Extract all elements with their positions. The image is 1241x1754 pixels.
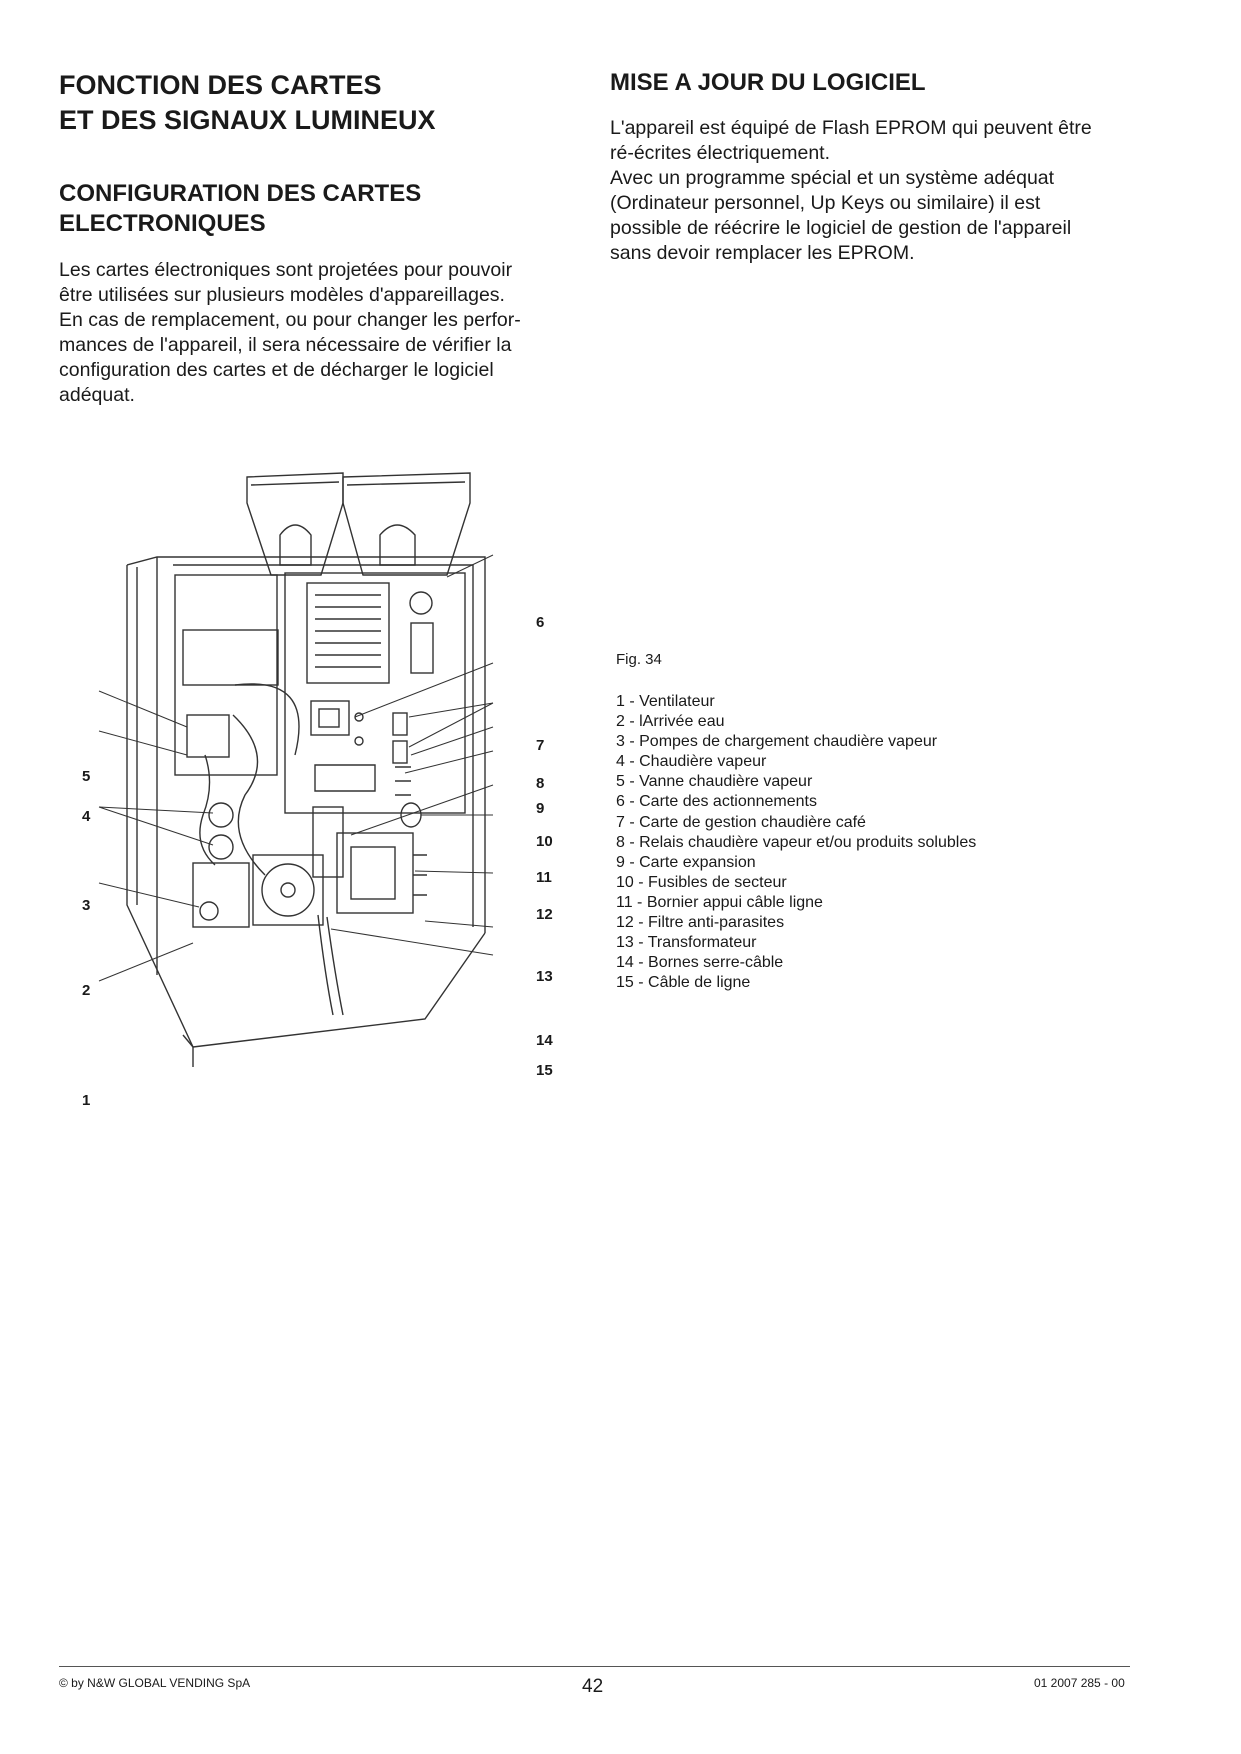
paragraph-line: adéquat. <box>59 384 135 406</box>
legend-item: 8 - Relais chaudière vapeur et/ou produi… <box>616 833 977 851</box>
paragraph-line: sans devoir remplacer les EPROM. <box>610 242 915 264</box>
paragraph-line: En cas de remplacement, ou pour changer … <box>59 309 521 331</box>
legend-item: 11 - Bornier appui câble ligne <box>616 893 823 911</box>
callout-12: 12 <box>536 906 553 923</box>
callout-9: 9 <box>536 800 545 817</box>
callout-11: 11 <box>536 869 552 886</box>
paragraph-line: être utilisées sur plusieurs modèles d'a… <box>59 284 505 306</box>
legend-item: 15 - Câble de ligne <box>616 974 751 992</box>
boiler-and-pumps <box>186 683 300 876</box>
footer-divider <box>59 1666 1130 1667</box>
subsection-title-line-2: ELECTRONIQUES <box>59 210 266 237</box>
legend-item: 4 - Chaudière vapeur <box>616 753 767 771</box>
actuation-board <box>306 582 434 684</box>
paragraph-line: Avec un programme spécial et un système … <box>610 167 1055 189</box>
callout-10: 10 <box>536 833 553 850</box>
callout-2: 2 <box>82 982 91 999</box>
callout-13: 13 <box>536 968 553 985</box>
paragraph-line: configuration des cartes et de décharger… <box>59 359 494 381</box>
coffee-boiler-board <box>310 700 364 746</box>
transformer <box>336 802 427 914</box>
paragraph-line: L'appareil est équipé de Flash EPROM qui… <box>610 117 1092 139</box>
page-number: 42 <box>582 1676 604 1697</box>
callout-leader-lines <box>98 554 494 982</box>
legend-item: 9 - Carte expansion <box>616 853 756 871</box>
software-update-paragraph: L'appareil est équipé de Flash EPROM qui… <box>610 116 1092 266</box>
footer-copyright: © by N&W GLOBAL VENDING SpA <box>59 1676 251 1690</box>
legend-item: 7 - Carte de gestion chaudière café <box>616 813 866 831</box>
callout-3: 3 <box>82 897 91 914</box>
callout-1: 1 <box>82 1092 91 1109</box>
legend-item: 12 - Filtre anti-parasites <box>616 914 785 932</box>
relays-and-fuses <box>312 712 411 878</box>
figure-legend: 1 - Ventilateur 2 - lArrivée eau 3 - Pom… <box>616 692 976 993</box>
callout-7: 7 <box>536 737 545 754</box>
figure-label: Fig. 34 <box>616 651 662 668</box>
legend-item: 2 - lArrivée eau <box>616 713 725 731</box>
callout-4: 4 <box>82 808 91 825</box>
callout-14: 14 <box>536 1032 553 1049</box>
paragraph-line: mances de l'appareil, il sera nécessaire… <box>59 334 512 356</box>
callout-8: 8 <box>536 775 545 792</box>
legend-item: 3 - Pompes de chargement chaudière vapeu… <box>616 733 938 751</box>
subsection-title-line-1: CONFIGURATION DES CARTES <box>59 180 422 207</box>
product-hoppers <box>246 472 471 576</box>
callout-6: 6 <box>536 614 545 631</box>
legend-item: 5 - Vanne chaudière vapeur <box>616 773 813 791</box>
software-update-title: MISE A JOUR DU LOGICIEL <box>610 69 926 96</box>
section-title-line-1: FONCTION DES CARTES <box>59 70 382 100</box>
callout-5: 5 <box>82 768 91 785</box>
callout-15: 15 <box>536 1062 553 1079</box>
legend-item: 13 - Transformateur <box>616 934 757 952</box>
paragraph-line: possible de réécrire le logiciel de gest… <box>610 217 1072 239</box>
document-code: 01 2007 285 - 00 <box>1034 1676 1125 1690</box>
subsection-title: CONFIGURATION DES CARTES ELECTRONIQUES <box>59 179 579 239</box>
machine-interior-diagram <box>98 472 494 1067</box>
legend-item: 10 - Fusibles de secteur <box>616 873 787 891</box>
paragraph-line: Les cartes électroniques sont projetées … <box>59 259 513 281</box>
paragraph-line: ré-écrites électriquement. <box>610 142 831 164</box>
section-title-line-2: ET DES SIGNAUX LUMINEUX <box>59 105 436 135</box>
fan-and-inlet <box>192 854 344 1016</box>
legend-item: 6 - Carte des actionnements <box>616 793 817 811</box>
configuration-paragraph: Les cartes électroniques sont projetées … <box>59 258 521 408</box>
legend-item: 14 - Bornes serre-câble <box>616 954 784 972</box>
section-title: FONCTION DES CARTES ET DES SIGNAUX LUMIN… <box>59 68 579 138</box>
cabinet-frame <box>126 556 486 1067</box>
legend-item: 1 - Ventilateur <box>616 693 715 710</box>
paragraph-line: (Ordinateur personnel, Up Keys ou simila… <box>610 192 1041 214</box>
